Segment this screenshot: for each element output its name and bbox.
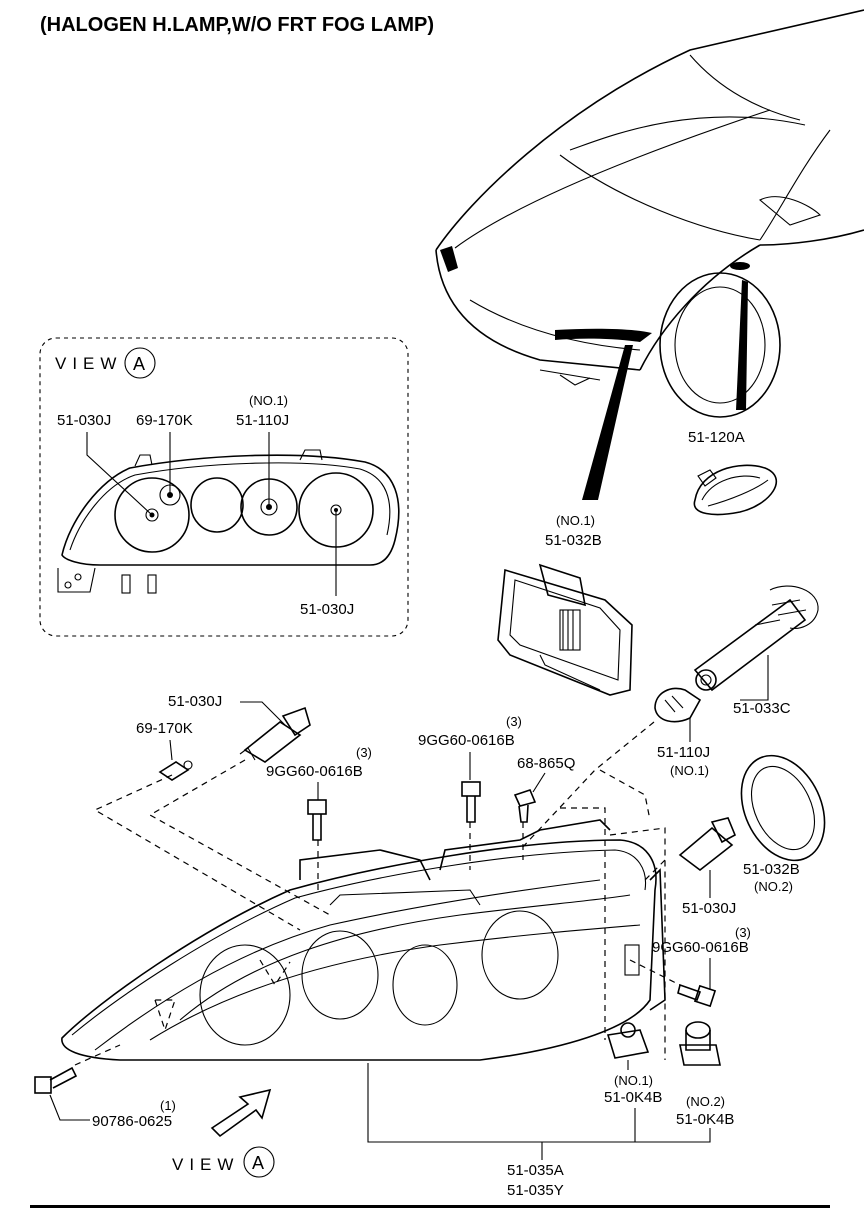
screws: (3) 9GG60-0616B (3) 9GG60-0616B 68-865Q …	[34, 714, 751, 1130]
inset-view-label: VIEW	[55, 354, 122, 373]
inset-view-letter: A	[133, 354, 145, 374]
part-label-90786-0625: 90786-0625	[92, 1113, 172, 1130]
part-label-9GG-c: 9GG60-0616B	[652, 939, 749, 956]
view-a-label: VIEW	[172, 1155, 239, 1174]
bulb-51-033C: 51-033C	[693, 585, 819, 717]
part-label-69-170K: 69-170K	[136, 720, 193, 737]
part-label-51-032B-no1: 51-032B	[545, 532, 602, 549]
side-marker-part: 51-120A	[688, 429, 778, 516]
part-label-51-110J: 51-110J	[657, 744, 710, 761]
part-label-51-032B-no2: 51-032B	[743, 861, 800, 878]
part-label-9GG-c-qty: (3)	[735, 925, 751, 940]
right-bulb-51-030J: 51-030J	[678, 817, 736, 917]
part-label-51-030J-right: 51-030J	[682, 900, 736, 917]
assembly-dashed-lines	[74, 721, 681, 1066]
view-a-arrow: VIEW A	[172, 1088, 275, 1178]
inset-label-51-110J: 51-110J	[236, 412, 289, 429]
part-label-0K4B-no2: 51-0K4B	[676, 1111, 734, 1128]
part-label-51-035A: 51-035A	[507, 1162, 564, 1179]
part-label-51-110J-note: (NO.1)	[670, 763, 709, 778]
inset-label-no1: (NO.1)	[249, 393, 288, 408]
view-a-inset: VIEW A 51-030J 69-170K (NO.1) 51-110	[39, 337, 409, 637]
car-front-illustration	[435, 9, 864, 500]
left-bulbs: 51-030J 69-170K	[136, 693, 311, 781]
headlamp-assembly	[61, 819, 666, 1061]
part-label-51-030J-left: 51-030J	[168, 693, 222, 710]
part-label-90786-qty: (1)	[160, 1098, 176, 1113]
diagram-title: (HALOGEN H.LAMP,W/O FRT FOG LAMP)	[40, 14, 434, 36]
part-label-0K4B-no1: 51-0K4B	[604, 1089, 662, 1106]
socket-cover-no2: 51-032B (NO.2)	[740, 754, 826, 894]
part-label-51-032B-no2-note: (NO.2)	[754, 879, 793, 894]
part-label-51-120A: 51-120A	[688, 429, 745, 446]
view-a-letter: A	[252, 1153, 264, 1173]
bulb-51-110J: 51-110J (NO.1)	[654, 687, 710, 778]
inset-label-51-030J-bottom: 51-030J	[300, 601, 354, 618]
assembly-bracket: 51-035A 51-035Y	[367, 1063, 711, 1199]
part-label-9GG-a: 9GG60-0616B	[266, 763, 363, 780]
clips-51-0K4B: (NO.1) 51-0K4B (NO.2) 51-0K4B	[604, 1021, 734, 1128]
inset-label-69-170K: 69-170K	[136, 412, 193, 429]
part-label-9GG-a-qty: (3)	[356, 745, 372, 760]
part-label-51-032B-no1-note: (NO.1)	[556, 513, 595, 528]
socket-cover-no1: (NO.1) 51-032B	[497, 513, 633, 696]
part-label-51-033C: 51-033C	[733, 700, 791, 717]
part-label-51-035Y: 51-035Y	[507, 1182, 564, 1199]
part-label-9GG-b-qty: (3)	[506, 714, 522, 729]
inset-label-51-030J: 51-030J	[57, 412, 111, 429]
part-label-68-865Q: 68-865Q	[517, 755, 575, 772]
part-label-9GG-b: 9GG60-0616B	[418, 732, 515, 749]
part-label-0K4B-no1-note: (NO.1)	[614, 1073, 653, 1088]
part-label-0K4B-no2-note: (NO.2)	[686, 1094, 725, 1109]
bottom-rule	[30, 1205, 830, 1208]
